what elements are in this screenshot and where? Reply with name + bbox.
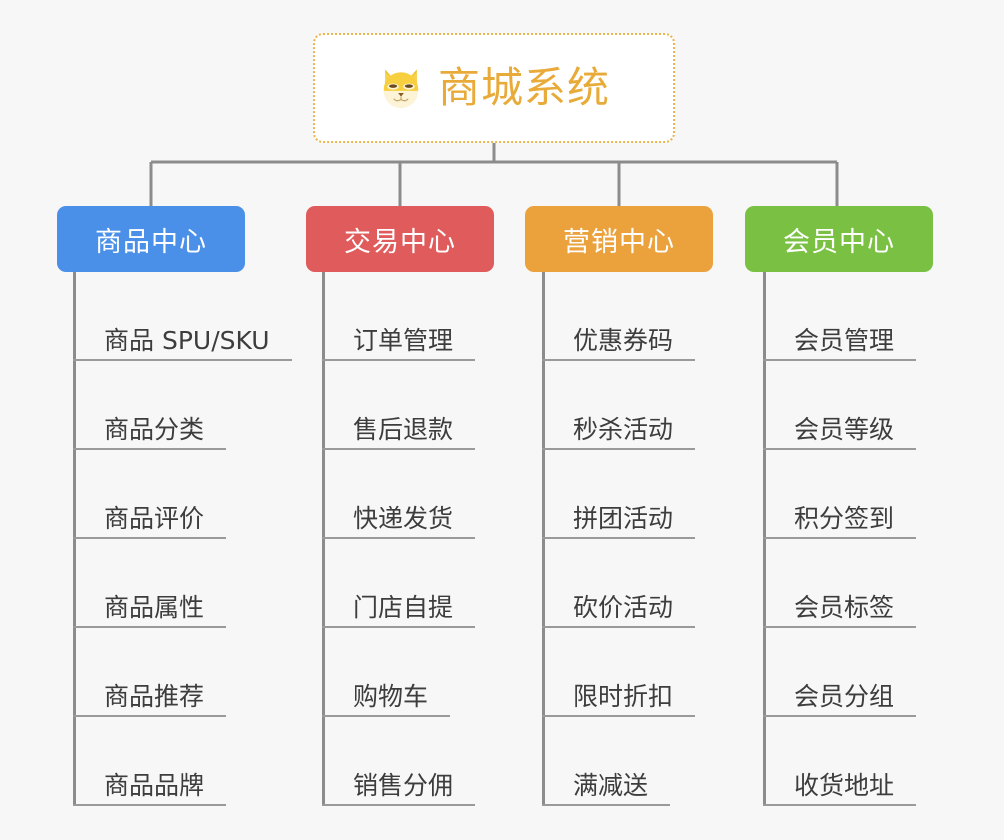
leaf-item[interactable]: 商品 SPU/SKU (73, 272, 292, 361)
leaf-underline (73, 359, 292, 361)
leaf-underline (73, 626, 227, 628)
leaf-underline (763, 715, 917, 717)
leaf-item[interactable]: 收货地址 (763, 717, 917, 806)
leaf-label: 会员分组 (794, 682, 895, 712)
category-label: 营销中心 (563, 226, 675, 258)
leaf-label: 商品分类 (104, 415, 205, 445)
leaf-item[interactable]: 会员标签 (763, 539, 917, 628)
leaf-item[interactable]: 砍价活动 (542, 539, 696, 628)
leaf-label: 商品推荐 (104, 682, 205, 712)
leaf-label: 商品品牌 (104, 771, 205, 801)
leaf-underline (322, 715, 451, 717)
category-label: 会员中心 (783, 226, 895, 258)
leaf-item[interactable]: 商品属性 (73, 539, 227, 628)
leaf-underline (73, 715, 227, 717)
category-label: 商品中心 (95, 226, 207, 258)
leaf-item[interactable]: 销售分佣 (322, 717, 476, 806)
leaf-label: 会员管理 (794, 326, 895, 356)
leaf-item[interactable]: 积分签到 (763, 450, 917, 539)
leaf-underline (542, 804, 671, 806)
leaf-label: 商品属性 (104, 593, 205, 623)
category-box-3[interactable]: 营销中心 (525, 206, 713, 272)
branch-spine (542, 272, 545, 806)
leaf-item[interactable]: 售后退款 (322, 361, 476, 450)
leaf-item[interactable]: 购物车 (322, 628, 451, 717)
leaf-item[interactable]: 拼团活动 (542, 450, 696, 539)
leaf-underline (322, 448, 476, 450)
leaf-label: 订单管理 (353, 326, 454, 356)
leaf-underline (763, 537, 917, 539)
leaf-label: 会员等级 (794, 415, 895, 445)
leaf-label: 拼团活动 (573, 504, 674, 534)
leaf-label: 销售分佣 (353, 771, 454, 801)
category-box-4[interactable]: 会员中心 (745, 206, 933, 272)
leaf-underline (322, 626, 476, 628)
leaf-label: 会员标签 (794, 593, 895, 623)
leaf-underline (542, 626, 696, 628)
leaf-item[interactable]: 快递发货 (322, 450, 476, 539)
root-node[interactable]: 商城系统 (313, 33, 675, 143)
leaf-item[interactable]: 订单管理 (322, 272, 476, 361)
leaf-underline (73, 448, 227, 450)
leaf-label: 优惠券码 (573, 326, 674, 356)
dog-face-icon (383, 69, 419, 109)
category-box-2[interactable]: 交易中心 (306, 206, 494, 272)
branch-spine (763, 272, 766, 806)
leaf-item[interactable]: 会员等级 (763, 361, 917, 450)
leaf-label: 售后退款 (353, 415, 454, 445)
leaf-label: 限时折扣 (573, 682, 674, 712)
leaf-item[interactable]: 会员分组 (763, 628, 917, 717)
leaf-item[interactable]: 商品品牌 (73, 717, 227, 806)
leaf-item[interactable]: 商品分类 (73, 361, 227, 450)
category-box-1[interactable]: 商品中心 (57, 206, 245, 272)
leaf-underline (763, 448, 917, 450)
branch-spine (322, 272, 325, 806)
leaf-label: 商品 SPU/SKU (104, 326, 270, 356)
leaf-label: 门店自提 (353, 593, 454, 623)
leaf-underline (763, 359, 917, 361)
leaf-underline (542, 359, 696, 361)
leaf-underline (73, 537, 227, 539)
leaf-label: 快递发货 (353, 504, 454, 534)
leaf-label: 满减送 (573, 771, 649, 801)
leaf-label: 收货地址 (794, 771, 895, 801)
leaf-label: 购物车 (353, 682, 429, 712)
root-title: 商城系统 (437, 63, 610, 112)
leaf-item[interactable]: 秒杀活动 (542, 361, 696, 450)
leaf-label: 秒杀活动 (573, 415, 674, 445)
leaf-underline (763, 626, 917, 628)
leaf-underline (322, 359, 476, 361)
leaf-label: 商品评价 (104, 504, 205, 534)
leaf-underline (322, 804, 476, 806)
leaf-underline (322, 537, 476, 539)
branch-spine (73, 272, 76, 806)
leaf-item[interactable]: 满减送 (542, 717, 671, 806)
leaf-underline (542, 448, 696, 450)
leaf-label: 砍价活动 (573, 593, 674, 623)
leaf-label: 积分签到 (794, 504, 895, 534)
leaf-item[interactable]: 门店自提 (322, 539, 476, 628)
category-label: 交易中心 (344, 226, 456, 258)
leaf-item[interactable]: 商品评价 (73, 450, 227, 539)
leaf-item[interactable]: 商品推荐 (73, 628, 227, 717)
leaf-item[interactable]: 会员管理 (763, 272, 917, 361)
leaf-underline (542, 537, 696, 539)
leaf-item[interactable]: 优惠券码 (542, 272, 696, 361)
leaf-underline (73, 804, 227, 806)
leaf-underline (542, 715, 696, 717)
leaf-item[interactable]: 限时折扣 (542, 628, 696, 717)
leaf-underline (763, 804, 917, 806)
